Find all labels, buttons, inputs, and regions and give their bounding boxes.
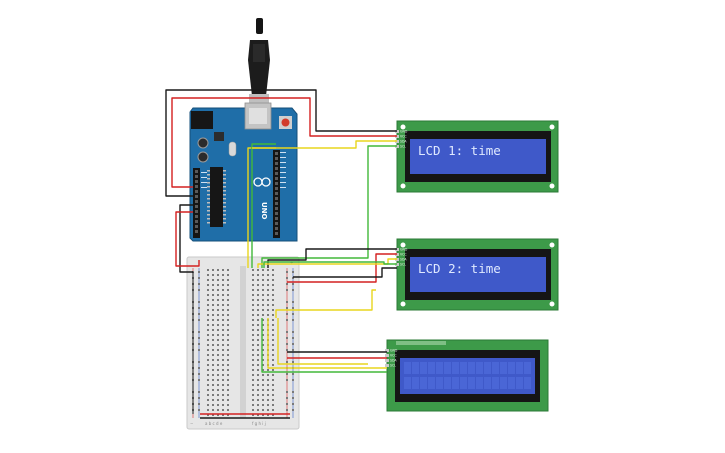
svg-text:GND: GND [400, 130, 408, 134]
wire-sda-bus[interactable] [275, 289, 376, 318]
svg-text:VCC: VCC [400, 135, 407, 139]
svg-text:GND: GND [400, 248, 408, 252]
arduino-uno-board[interactable]: UNO [189, 18, 298, 242]
wire-gnd-lcd1[interactable] [165, 89, 397, 197]
svg-text:VCC: VCC [390, 354, 397, 358]
wires[interactable] [165, 89, 397, 419]
wire-gnd-rail[interactable] [179, 204, 193, 273]
arduino-logo-icon [253, 177, 271, 187]
reset-button[interactable] [281, 118, 290, 127]
svg-text:SDA: SDA [400, 258, 407, 262]
atmega-chip [210, 167, 223, 227]
wire-vcc-lcd1[interactable] [171, 97, 397, 188]
svg-text:SDA: SDA [390, 359, 397, 363]
breadboard[interactable]: − a b c d e f g h i j + [186, 256, 300, 430]
wire-sda-lcd1[interactable] [252, 140, 397, 149]
lcd-screen [410, 139, 546, 174]
breadboard-holes [192, 269, 294, 416]
wire-scl-board[interactable] [251, 143, 276, 268]
lcd-character-grid [404, 362, 531, 389]
breadboard-minus-label: − [190, 421, 193, 426]
svg-text:SCL: SCL [390, 364, 396, 368]
svg-text:VCC: VCC [400, 253, 407, 257]
svg-text:SCL: SCL [400, 263, 406, 267]
lcd-line-1: LCD 1: time [418, 143, 501, 158]
lcd-line-1: LCD 2: time [418, 261, 501, 276]
lcd-screen [410, 257, 546, 292]
wire-scl-lcd2[interactable] [263, 261, 397, 268]
breadboard-letters-right: f g h i j [252, 421, 266, 426]
wire-scl-lcd3[interactable] [261, 318, 387, 373]
wire-scl-lcd1[interactable] [261, 145, 397, 268]
breadboard-letters-left: a b c d e [205, 421, 223, 426]
svg-text:SDA: SDA [400, 140, 407, 144]
wire-vcc-rail[interactable] [175, 211, 200, 267]
svg-text:SCL: SCL [400, 145, 406, 149]
wire-gnd-lcd2-b[interactable] [293, 267, 397, 278]
wire-sda-lcd3[interactable] [267, 318, 387, 369]
board-name: UNO [260, 202, 268, 220]
usb-cable [256, 18, 263, 34]
wire-sda-bus-b[interactable] [277, 318, 368, 365]
wire-vcc-lcd2[interactable] [287, 253, 397, 283]
svg-text:GND: GND [390, 349, 398, 353]
